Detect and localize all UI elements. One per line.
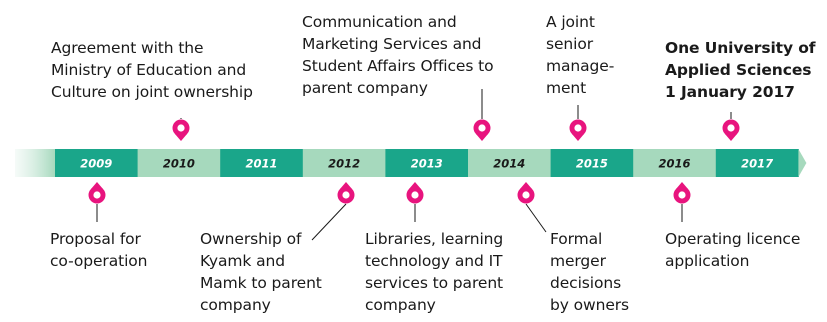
timeline-arrow-head [798, 149, 807, 177]
map-pin-icon-2017 [722, 119, 740, 141]
year-cell-2014 [468, 149, 552, 177]
map-pin-icon-2015 [569, 119, 587, 141]
year-label-2013: 2013 [411, 157, 443, 171]
event-below-2014: Formal merger decisions by owners [550, 230, 630, 314]
event-below-2016: Operating licence application [665, 230, 801, 270]
event-above-2017: One University of Applied Sciences 1 Jan… [665, 39, 816, 101]
year-cell-2013 [385, 149, 469, 177]
year-label-2012: 2012 [328, 157, 360, 171]
event-below-2013: Libraries, learning technology and IT se… [365, 230, 504, 314]
map-pin-icon-2009 [88, 182, 106, 204]
year-cell-2017 [715, 149, 799, 177]
map-pin-icon-2014-above [473, 119, 491, 141]
event-above-2014: Communication and Marketing Services and… [302, 13, 494, 97]
map-pin-icon-2014-below [517, 182, 535, 204]
year-label-2014: 2014 [493, 157, 525, 171]
year-cell-2009 [55, 149, 139, 177]
map-pin-icon-2012 [337, 182, 355, 204]
year-cell-2012 [302, 149, 386, 177]
year-cell-2011 [220, 149, 304, 177]
year-label-2016: 2016 [658, 157, 690, 171]
year-cell-2016 [633, 149, 717, 177]
event-above-2015: A joint senior manage- ment [546, 13, 615, 97]
connector-below-2014 [525, 203, 547, 233]
map-pin-icon-2010 [172, 119, 190, 141]
year-label-2011: 2011 [245, 157, 277, 171]
year-label-2009: 2009 [80, 157, 112, 171]
event-above-2010: Agreement with the Ministry of Education… [51, 39, 253, 101]
map-pin-icon-2013 [406, 182, 424, 204]
connector-below-2012 [311, 203, 347, 241]
year-label-2010: 2010 [163, 157, 195, 171]
year-label-2015: 2015 [576, 157, 608, 171]
timeline-lead-in [15, 149, 55, 177]
event-below-2012: Ownership of Kyamk and Mamk to parent co… [200, 230, 322, 314]
year-label-2017: 2017 [741, 157, 773, 171]
year-cell-2010 [137, 149, 221, 177]
event-below-2009: Proposal for co-operation [50, 230, 148, 270]
map-pin-icon-2016 [673, 182, 691, 204]
year-cell-2015 [550, 149, 634, 177]
